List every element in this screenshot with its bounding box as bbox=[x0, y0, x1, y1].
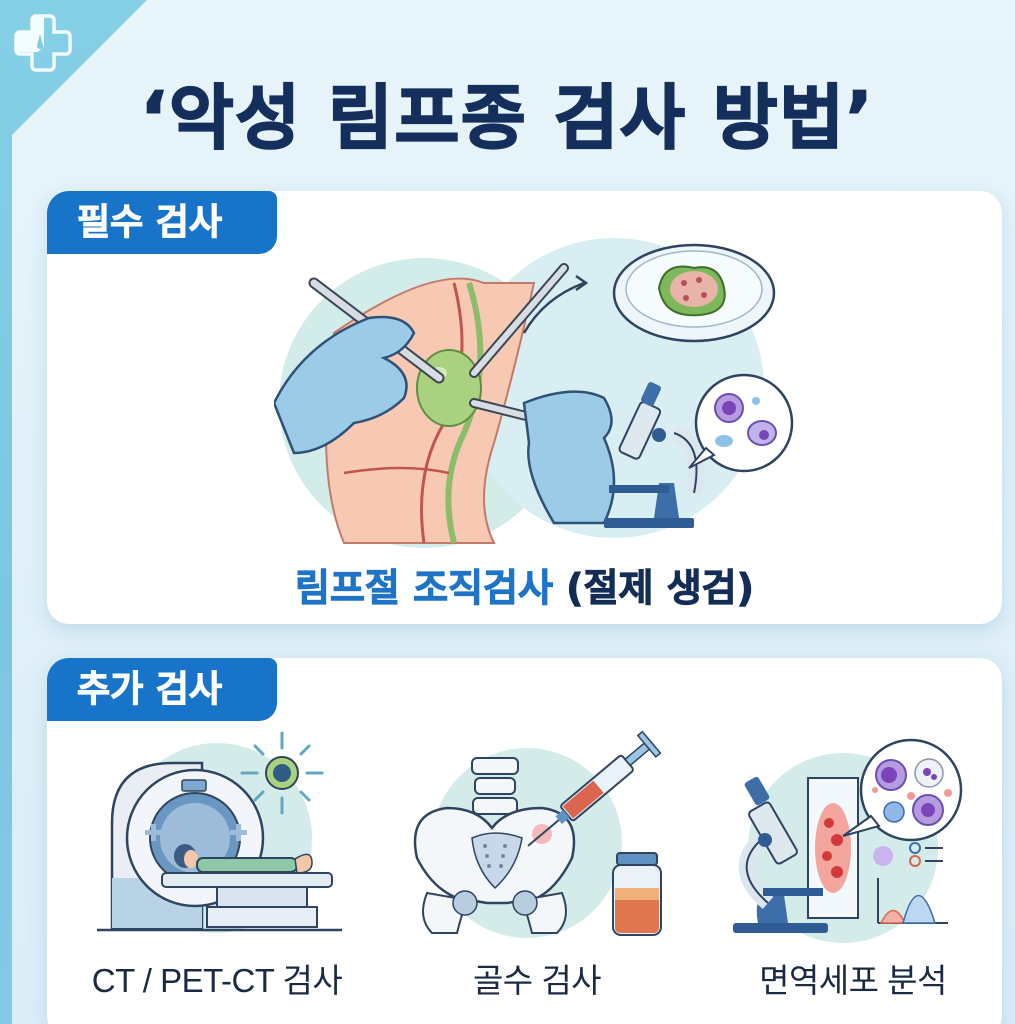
list-item-bone-marrow: 골수 검사 bbox=[387, 728, 687, 1024]
lymph-node-excision-biopsy-illustration bbox=[274, 238, 794, 548]
essential-tests-card: 필수 검사 bbox=[47, 191, 1002, 624]
page-title: ‘악성 림프종 검사 방법’ bbox=[140, 76, 875, 160]
list-item-immune-cell-analysis: 면역세포 분석 bbox=[703, 728, 1003, 1024]
list-item-ct-pet-ct: CT / PET-CT 검사 bbox=[67, 728, 367, 1024]
essential-tests-tab: 필수 검사 bbox=[47, 191, 277, 254]
essential-test-caption: 림프절 조직검사 (절제 생검) bbox=[47, 557, 1002, 612]
ct-scanner-icon bbox=[97, 731, 342, 933]
medical-cross-icon bbox=[14, 14, 72, 72]
item-label: 골수 검사 bbox=[472, 962, 602, 999]
item-label: 면역세포 분석 bbox=[759, 962, 947, 999]
caption-highlight: 림프절 조직검사 bbox=[295, 566, 554, 611]
additional-tests-card: 추가 검사 bbox=[47, 658, 1002, 1024]
microscope-cells-icon bbox=[733, 738, 963, 943]
caption-detail: (절제 생검) bbox=[552, 566, 755, 611]
bone-marrow-syringe-icon bbox=[413, 730, 662, 938]
additional-tests-list: CT / PET-CT 검사 bbox=[47, 728, 1002, 1024]
item-label: CT / PET-CT 검사 bbox=[91, 962, 343, 999]
additional-tests-tab: 추가 검사 bbox=[47, 658, 277, 721]
